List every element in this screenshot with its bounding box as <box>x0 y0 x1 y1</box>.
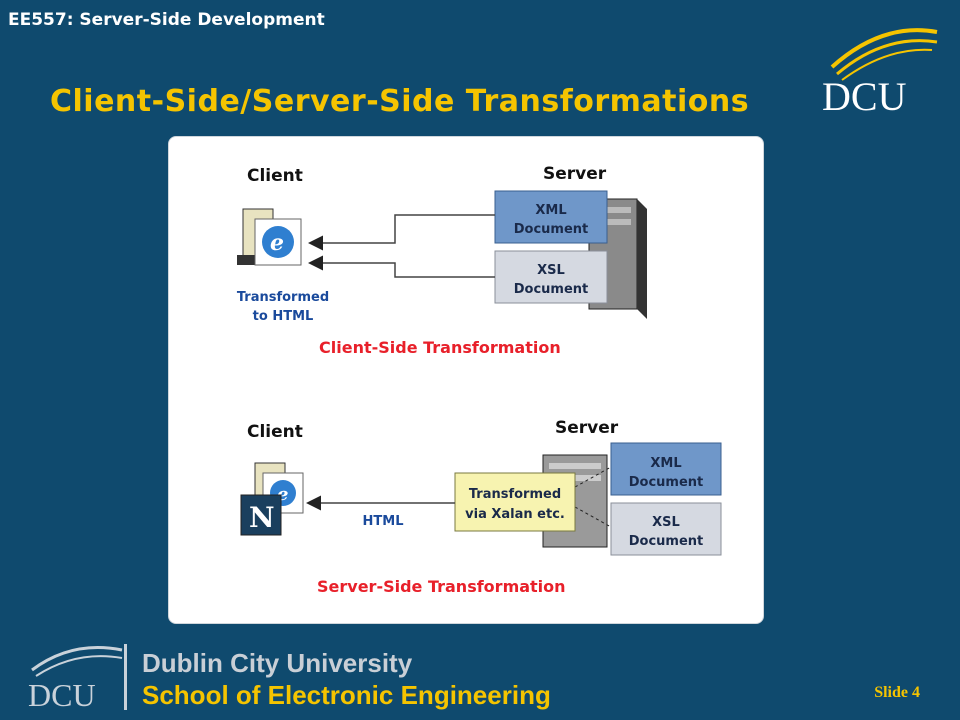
footer-divider <box>124 644 127 710</box>
svg-text:XML: XML <box>535 203 566 218</box>
university-name: Dublin City University <box>142 648 413 678</box>
client-caption-line2: to HTML <box>253 309 314 324</box>
slide-title: Client-Side/Server-Side Transformations <box>50 84 750 119</box>
html-arrow-label: HTML <box>363 514 404 529</box>
xsl-to-client-arrow <box>308 255 495 278</box>
transform-box: Transformed via Xalan etc. <box>454 472 576 532</box>
client-computer-ie-icon: e <box>237 208 302 266</box>
svg-text:XSL: XSL <box>537 263 565 278</box>
xsl-connector <box>574 506 612 528</box>
svg-text:Document: Document <box>514 222 589 237</box>
client-side-caption: Client-Side Transformation <box>319 338 561 357</box>
svg-text:XSL: XSL <box>652 515 680 530</box>
logo-text: DCU <box>822 74 907 119</box>
dcu-logo: DCU <box>822 28 938 119</box>
svg-text:Transformed: Transformed <box>469 487 561 502</box>
svg-text:N: N <box>249 501 275 534</box>
svg-text:e: e <box>277 484 288 505</box>
xml-to-client-arrow <box>308 214 495 251</box>
client-label-top: Client <box>247 166 303 186</box>
course-title: EE557: Server-Side Development <box>8 10 325 30</box>
xml-document-box-top: XML Document <box>494 190 608 244</box>
svg-text:Document: Document <box>629 534 704 549</box>
school-name: School of Electronic Engineering <box>142 680 551 710</box>
diagram-panel: Client Server e Transformed to HTML XML … <box>168 136 764 624</box>
client-caption-line1: Transformed <box>237 290 329 305</box>
server-label-bottom: Server <box>555 418 619 438</box>
dcu-footer-logo: DCU <box>28 646 123 712</box>
footer-logo-text: DCU <box>28 677 96 712</box>
svg-text:via Xalan etc.: via Xalan etc. <box>465 507 565 522</box>
client-computer-netscape-icon: e N <box>240 462 304 536</box>
xml-document-box-bottom: XML Document <box>610 442 722 496</box>
client-label-bottom: Client <box>247 422 303 442</box>
slide-number: Slide 4 <box>874 684 920 701</box>
svg-text:e: e <box>270 230 284 256</box>
xml-connector <box>574 466 612 488</box>
transformation-diagram: Client Server e Transformed to HTML XML … <box>237 164 722 596</box>
svg-text:Document: Document <box>514 282 589 297</box>
xsl-document-box-bottom: XSL Document <box>610 502 722 556</box>
xsl-document-box-top: XSL Document <box>494 250 608 304</box>
server-label-top: Server <box>543 164 607 184</box>
server-side-caption: Server-Side Transformation <box>317 577 566 596</box>
svg-text:XML: XML <box>650 456 681 471</box>
svg-text:Document: Document <box>629 475 704 490</box>
